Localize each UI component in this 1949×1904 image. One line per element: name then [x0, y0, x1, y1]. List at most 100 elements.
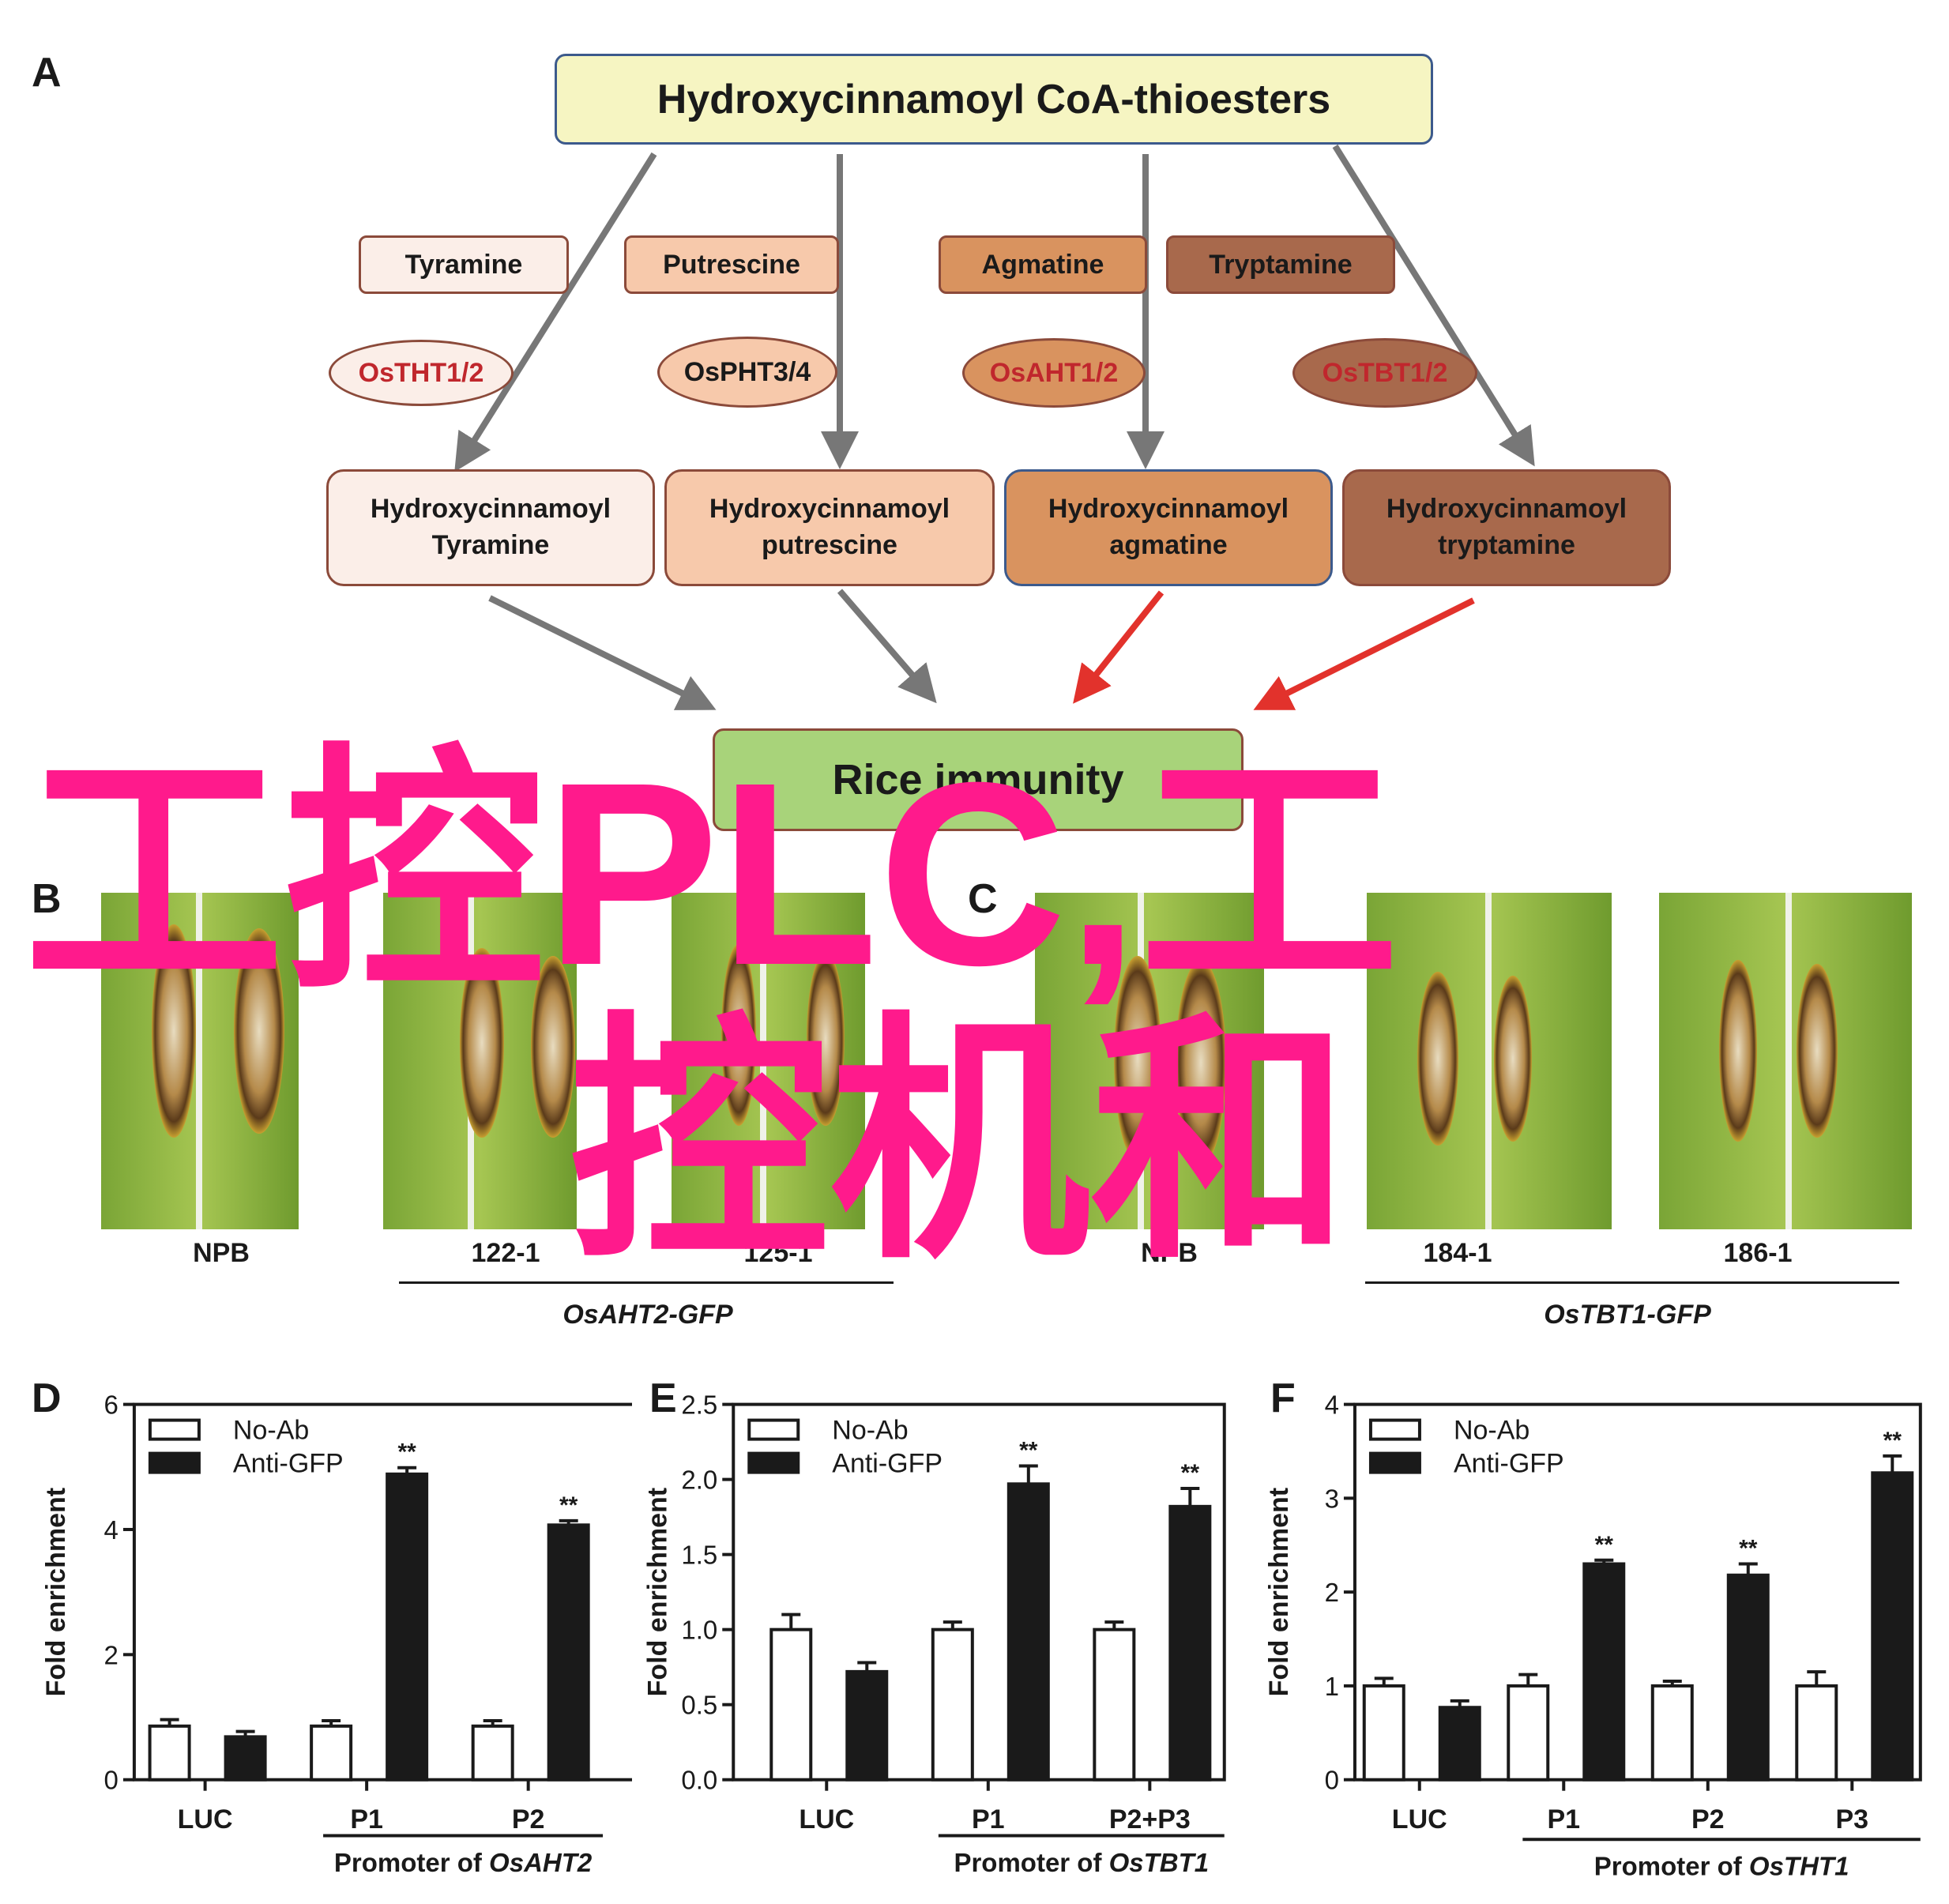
- bar-anti-gfp: [1006, 1482, 1050, 1782]
- significance-mark: **: [559, 1492, 578, 1518]
- y-axis-label: Fold enrichment: [1264, 1488, 1294, 1696]
- bar-no-ab: [471, 1724, 514, 1782]
- y-tick-label: 0: [104, 1766, 119, 1795]
- y-tick-label: 0: [1325, 1766, 1339, 1795]
- arrow-tyramine-to-immunity: [488, 595, 717, 710]
- legend-swatch-anti-gfp: [747, 1451, 800, 1474]
- bar-anti-gfp: [386, 1472, 429, 1782]
- product-line1: Hydroxycinnamoyl: [370, 494, 611, 525]
- arrow-agmatine-to-immunity: [1073, 590, 1165, 704]
- legend-label-no-ab: No-Ab: [832, 1416, 908, 1446]
- panel-label-a: A: [32, 50, 62, 96]
- gene-label-osaht2-gfp: OsAHT2-GFP: [563, 1300, 733, 1330]
- leaf-122-1: [383, 893, 577, 1229]
- arrow-tryptamine-to-immunity: [1253, 597, 1475, 710]
- product-line2: agmatine: [1109, 530, 1228, 560]
- significance-mark: **: [1883, 1428, 1902, 1454]
- substrate-putrescine: Putrescine: [624, 235, 839, 294]
- y-tick-label: 6: [104, 1390, 119, 1420]
- panel-label-f: F: [1270, 1375, 1296, 1421]
- panel-label-d: D: [32, 1375, 62, 1421]
- gene-underline-c: [1365, 1281, 1899, 1284]
- bar-anti-gfp: [845, 1669, 889, 1782]
- leaf-label-184-1: 184-1: [1423, 1238, 1492, 1268]
- enzyme-osTBT1-2: OsTBT1/2: [1292, 338, 1477, 408]
- product-line1: Hydroxycinnamoyl: [1386, 494, 1627, 525]
- leaf-label-122-1: 122-1: [471, 1238, 540, 1268]
- leaf-npb: [101, 893, 299, 1229]
- legend-swatch-no-ab: [1368, 1418, 1421, 1441]
- bar-no-ab: [1795, 1684, 1838, 1782]
- product-hc-putrescine: Hydroxycinnamoyl putrescine: [664, 469, 995, 586]
- x-category-label: P1: [350, 1804, 383, 1834]
- x-category-label: P2+P3: [1109, 1804, 1191, 1834]
- legend-swatch-anti-gfp: [1368, 1451, 1421, 1474]
- bar-no-ab: [1650, 1684, 1694, 1782]
- bar-no-ab: [1507, 1684, 1550, 1782]
- significance-mark: **: [1019, 1438, 1038, 1464]
- y-tick-label: 2: [104, 1640, 119, 1669]
- leaf-label-186-1: 186-1: [1723, 1238, 1793, 1268]
- y-tick-label: 1.0: [681, 1616, 717, 1645]
- arrow-putrescine-to-immunity: [837, 589, 937, 704]
- y-tick-label: 2.0: [681, 1466, 717, 1495]
- rice-immunity-box: Rice immunity: [713, 728, 1244, 831]
- bar-anti-gfp: [224, 1735, 267, 1782]
- bar-no-ab: [1362, 1684, 1405, 1782]
- plot-frame: [732, 1402, 1226, 1782]
- legend-swatch-anti-gfp: [148, 1451, 201, 1474]
- substrate-agmatine: Agmatine: [939, 235, 1147, 294]
- y-tick-label: 2.5: [681, 1390, 717, 1420]
- leaf-125-1: [672, 893, 865, 1229]
- product-line1: Hydroxycinnamoyl: [709, 494, 950, 525]
- leaf-npb: [1035, 893, 1264, 1229]
- x-category-label: P1: [1547, 1804, 1580, 1834]
- y-tick-label: 1.5: [681, 1541, 717, 1570]
- leaf-label-npb-b: NPB: [193, 1238, 250, 1268]
- panel-label-b: B: [32, 876, 62, 922]
- legend-label-no-ab: No-Ab: [1454, 1416, 1529, 1446]
- x-category-label: P2: [512, 1804, 545, 1834]
- promoter-label: Promoter of OsTHT1: [1594, 1852, 1849, 1881]
- bar-anti-gfp: [547, 1523, 590, 1782]
- bar-no-ab: [310, 1724, 353, 1782]
- leaf-photo-panel-b: [79, 893, 940, 1229]
- leaf-photo-panel-c: [1027, 893, 1943, 1229]
- y-tick-label: 0.5: [681, 1691, 717, 1720]
- gene-underline-b: [399, 1281, 894, 1284]
- significance-mark: **: [397, 1439, 416, 1466]
- legend-swatch-no-ab: [148, 1418, 201, 1441]
- y-tick-label: 4: [104, 1515, 119, 1545]
- bar-anti-gfp: [1871, 1471, 1914, 1782]
- plot-frame: [1353, 1402, 1922, 1782]
- legend-label-anti-gfp: Anti-GFP: [1454, 1449, 1564, 1479]
- y-tick-label: 4: [1325, 1390, 1339, 1420]
- arrow-coa-to-tyramine-product: [454, 152, 657, 472]
- plot-frame: [132, 1402, 632, 1782]
- product-line2: putrescine: [762, 530, 897, 560]
- x-category-label: P2: [1691, 1804, 1725, 1834]
- y-tick-label: 2: [1325, 1578, 1339, 1607]
- bar-no-ab: [769, 1627, 813, 1782]
- leaf-label-125-1: 125-1: [743, 1238, 813, 1268]
- substrate-tryptamine: Tryptamine: [1166, 235, 1395, 294]
- product-hc-agmatine: Hydroxycinnamoyl agmatine: [1004, 469, 1333, 586]
- arrow-coa-to-tryptamine-product: [1332, 144, 1535, 467]
- legend-swatch-no-ab: [747, 1418, 800, 1441]
- legend-label-anti-gfp: Anti-GFP: [832, 1449, 943, 1479]
- enzyme-osTHT1-2: OsTHT1/2: [329, 340, 514, 406]
- x-category-label: LUC: [178, 1804, 233, 1834]
- leaf-label-npb-c: NPB: [1141, 1238, 1198, 1268]
- x-category-label: P1: [972, 1804, 1005, 1834]
- product-line2: Tyramine: [431, 530, 550, 560]
- legend-label-no-ab: No-Ab: [233, 1416, 309, 1446]
- coa-thioesters-box: Hydroxycinnamoyl CoA-thioesters: [555, 54, 1433, 145]
- bar-anti-gfp: [1168, 1504, 1212, 1782]
- x-category-label: LUC: [799, 1804, 854, 1834]
- gene-label-ostbt1-gfp: OsTBT1-GFP: [1544, 1300, 1711, 1330]
- bar-anti-gfp: [1582, 1562, 1626, 1782]
- pathway-arrows: [454, 144, 1535, 710]
